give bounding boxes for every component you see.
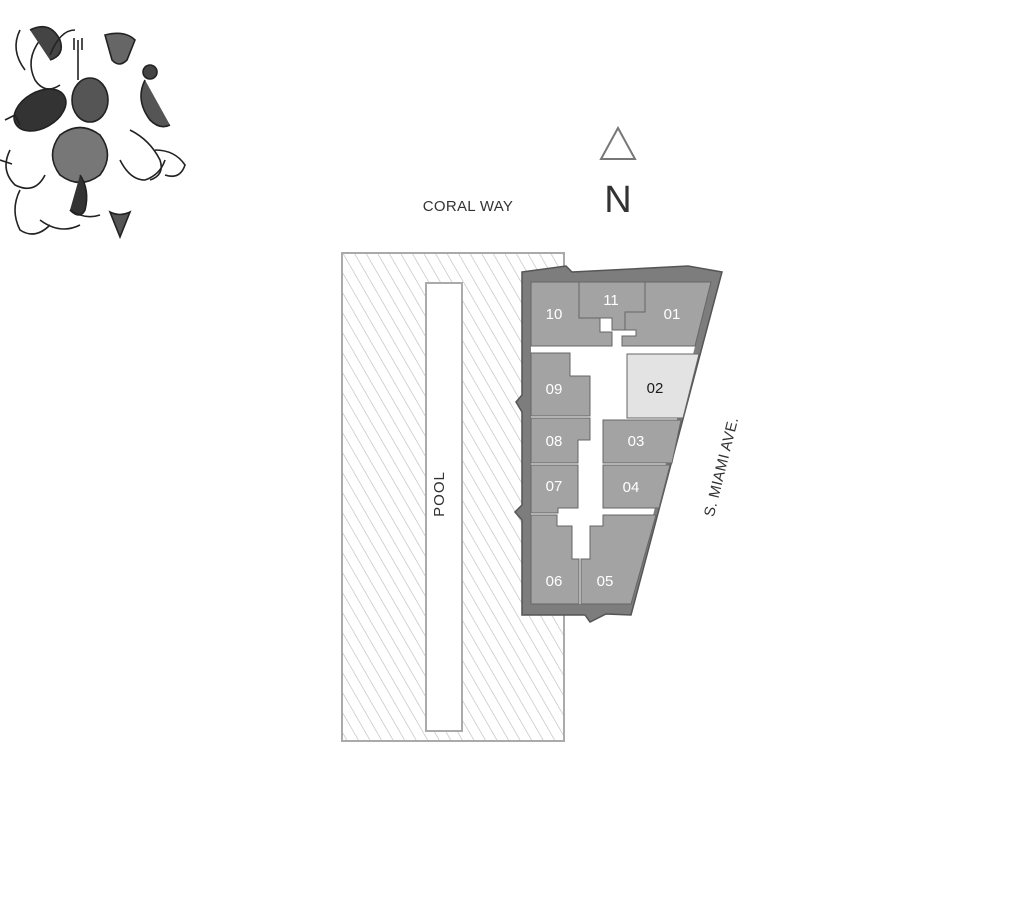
north-arrow: N [599, 125, 637, 221]
unit-05[interactable]: 05 [580, 514, 657, 605]
north-letter: N [604, 179, 631, 221]
unit-02[interactable]: 02 [626, 353, 700, 419]
pool [425, 282, 463, 732]
unit-04[interactable]: 04 [602, 464, 671, 509]
unit-07-label: 07 [546, 478, 563, 495]
unit-11[interactable]: 11 [578, 281, 646, 331]
unit-09-label: 09 [546, 381, 563, 398]
unit-02-label: 02 [647, 380, 664, 397]
unit-07[interactable]: 07 [530, 464, 579, 514]
unit-08-label: 08 [546, 433, 563, 450]
pool-label: POOL [431, 471, 448, 517]
unit-11-label: 11 [603, 292, 619, 309]
chandelier-illustration [0, 25, 186, 240]
unit-01[interactable]: 01 [621, 281, 712, 347]
unit-06-label: 06 [546, 573, 563, 590]
street-label-s-miami-ave: S. MIAMI AVE. [701, 415, 742, 518]
unit-08[interactable]: 08 [530, 417, 591, 464]
unit-03-label: 03 [628, 433, 645, 450]
unit-01-label: 01 [664, 306, 681, 323]
unit-09[interactable]: 09 [530, 352, 591, 417]
unit-04-label: 04 [623, 479, 640, 496]
unit-05-label: 05 [597, 573, 614, 590]
north-arrow-icon [599, 125, 637, 160]
unit-06[interactable]: 06 [530, 514, 580, 605]
unit-03[interactable]: 03 [602, 419, 682, 464]
unit-10-label: 10 [546, 306, 563, 323]
street-label-coral-way: CORAL WAY [423, 198, 514, 215]
